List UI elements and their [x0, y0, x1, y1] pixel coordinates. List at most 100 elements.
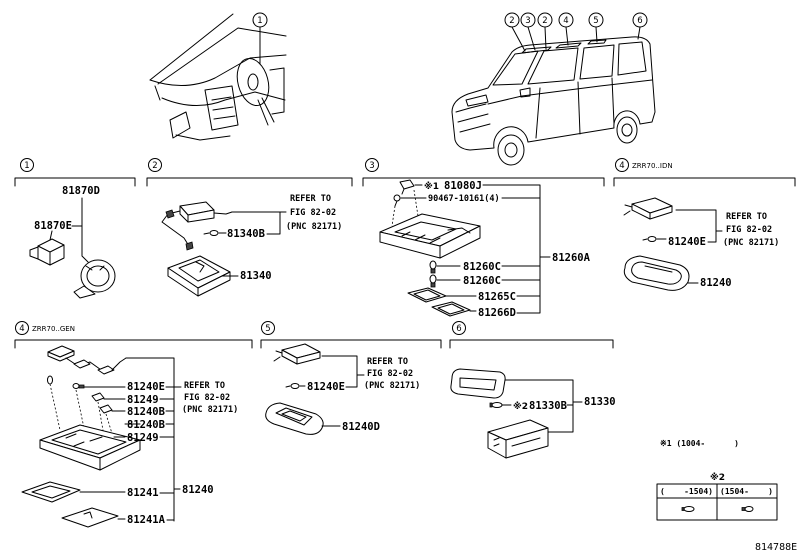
section-number: 3 — [369, 161, 374, 171]
lamp-body-illustration — [39, 424, 141, 471]
cover-illustration — [21, 481, 81, 503]
part-number-label: 81240B — [127, 419, 165, 431]
leader-lines — [79, 386, 141, 520]
leader-lines — [299, 355, 365, 388]
section-divider — [613, 177, 796, 187]
van-callout: 4 — [563, 16, 568, 26]
part-number-label: 81260C — [463, 275, 501, 287]
bulb-icon — [741, 506, 754, 512]
leader-lines — [400, 184, 477, 312]
cover-illustration — [61, 507, 119, 528]
section-number: 2 — [152, 161, 157, 171]
van-callout: 5 — [593, 16, 598, 26]
bulb-icon — [285, 383, 300, 389]
switch-harness-illustration — [161, 201, 233, 251]
part-number-label: 81241A — [127, 514, 166, 526]
part-number-label: 81240D — [342, 421, 380, 433]
part-number-label: 81330 — [584, 396, 616, 408]
section-2: 2 81340B REFER TO FIG 82-02 (PNC 82171) — [146, 158, 353, 297]
part-number-label: 81870D — [62, 185, 100, 197]
table-header: ( -1504) — [660, 487, 713, 496]
clip-illustration — [399, 179, 415, 195]
lamp-housing-illustration — [379, 213, 481, 259]
leader-lines — [656, 209, 723, 243]
van-callout: 6 — [637, 16, 642, 26]
part-number-label: 81240E — [307, 381, 345, 393]
part-number-label: 81240 — [182, 484, 214, 496]
section-number-circle — [452, 321, 466, 335]
bulb-icon — [72, 383, 85, 389]
section-number-circle — [148, 158, 162, 172]
section-divider — [449, 339, 614, 349]
section-3: 3 — [362, 158, 605, 319]
note-2-mark: ※2 — [710, 472, 725, 483]
section-6: 6 ※2 81330B 81330 — [449, 321, 616, 459]
section-number-circle — [615, 158, 629, 172]
part-number-label: 81260A — [552, 252, 591, 264]
part-number-label: 81249 — [127, 394, 159, 406]
section-number: 4 — [619, 161, 624, 171]
note-1: ※1 (1004- ) — [660, 439, 739, 448]
van-callout: 3 — [525, 16, 530, 26]
section-divider — [362, 177, 605, 187]
section-number-circle — [261, 321, 275, 335]
variant-label: ZRR70..IDN — [632, 162, 673, 170]
socket-illustration — [91, 392, 105, 402]
section-number: 4 — [19, 324, 24, 334]
lamp-illustration — [265, 402, 324, 435]
screw-illustration — [393, 194, 401, 207]
note-mark: ※2 — [513, 401, 528, 412]
bulb-icon — [489, 402, 503, 408]
leader-lines — [49, 197, 89, 263]
assembly-bracket — [482, 184, 551, 314]
assembly-dashed-lines — [391, 189, 419, 227]
part-number-label: 81240 — [700, 277, 732, 289]
lamp-box-illustration — [487, 419, 549, 459]
part-number-label: 81340B — [227, 228, 265, 240]
part-number-label: 81240B — [127, 406, 165, 418]
refer-text: REFER TO — [290, 194, 331, 204]
refer-text: REFER TO — [184, 381, 225, 391]
refer-text: REFER TO — [726, 212, 767, 222]
refer-pnc: (PNC 82171) — [286, 222, 342, 232]
refer-pnc: (PNC 82171) — [723, 238, 779, 248]
callout-number: 1 — [257, 16, 262, 26]
leader-lines — [218, 211, 287, 235]
bulb-icon — [47, 375, 53, 385]
part-number-label: 81870E — [34, 220, 72, 232]
part-number-label: 81265C — [478, 291, 516, 303]
part-number-label: 81340 — [240, 270, 272, 282]
part-number-label: 81240E — [668, 236, 706, 248]
switch-illustration — [623, 197, 673, 220]
part-number-label: 81266D — [478, 307, 516, 319]
part-number-label: 81080J — [444, 180, 482, 192]
section-number-circle — [20, 158, 34, 172]
variant-label: ZRR70..GEN — [32, 325, 75, 333]
vehicle-illustration — [451, 36, 656, 166]
lamp-illustration — [167, 255, 231, 297]
refer-figure: FIG 82-02 — [367, 369, 413, 379]
bulb-icon — [429, 260, 437, 274]
refer-pnc: (PNC 82171) — [364, 381, 420, 391]
vehicle-callouts: 2 3 2 4 5 6 — [504, 12, 648, 52]
figure-id: 814788E — [755, 542, 797, 553]
section-number-circle — [15, 321, 29, 335]
dashboard-illustration — [149, 13, 287, 141]
refer-pnc: (PNC 82171) — [182, 405, 238, 415]
dashboard-callout-1: 1 — [252, 12, 268, 65]
lamp-illustration — [623, 255, 690, 291]
section-4-gen: 4 ZRR70..GEN — [14, 321, 253, 528]
section-number: 1 — [24, 161, 29, 171]
lens-frame-illustration — [450, 368, 506, 399]
switch-illustration — [273, 343, 321, 365]
section-divider — [14, 177, 136, 187]
part-number-label: 81260C — [463, 261, 501, 273]
part-number-label: 81240E — [127, 381, 165, 393]
ring-illustration — [73, 259, 116, 299]
refer-figure: FIG 82-02 — [726, 225, 772, 235]
refer-text: REFER TO — [367, 357, 408, 367]
section-1: 1 81870D 81870E — [14, 158, 136, 299]
leader-lines — [501, 379, 583, 433]
socket-illustration — [99, 404, 113, 414]
